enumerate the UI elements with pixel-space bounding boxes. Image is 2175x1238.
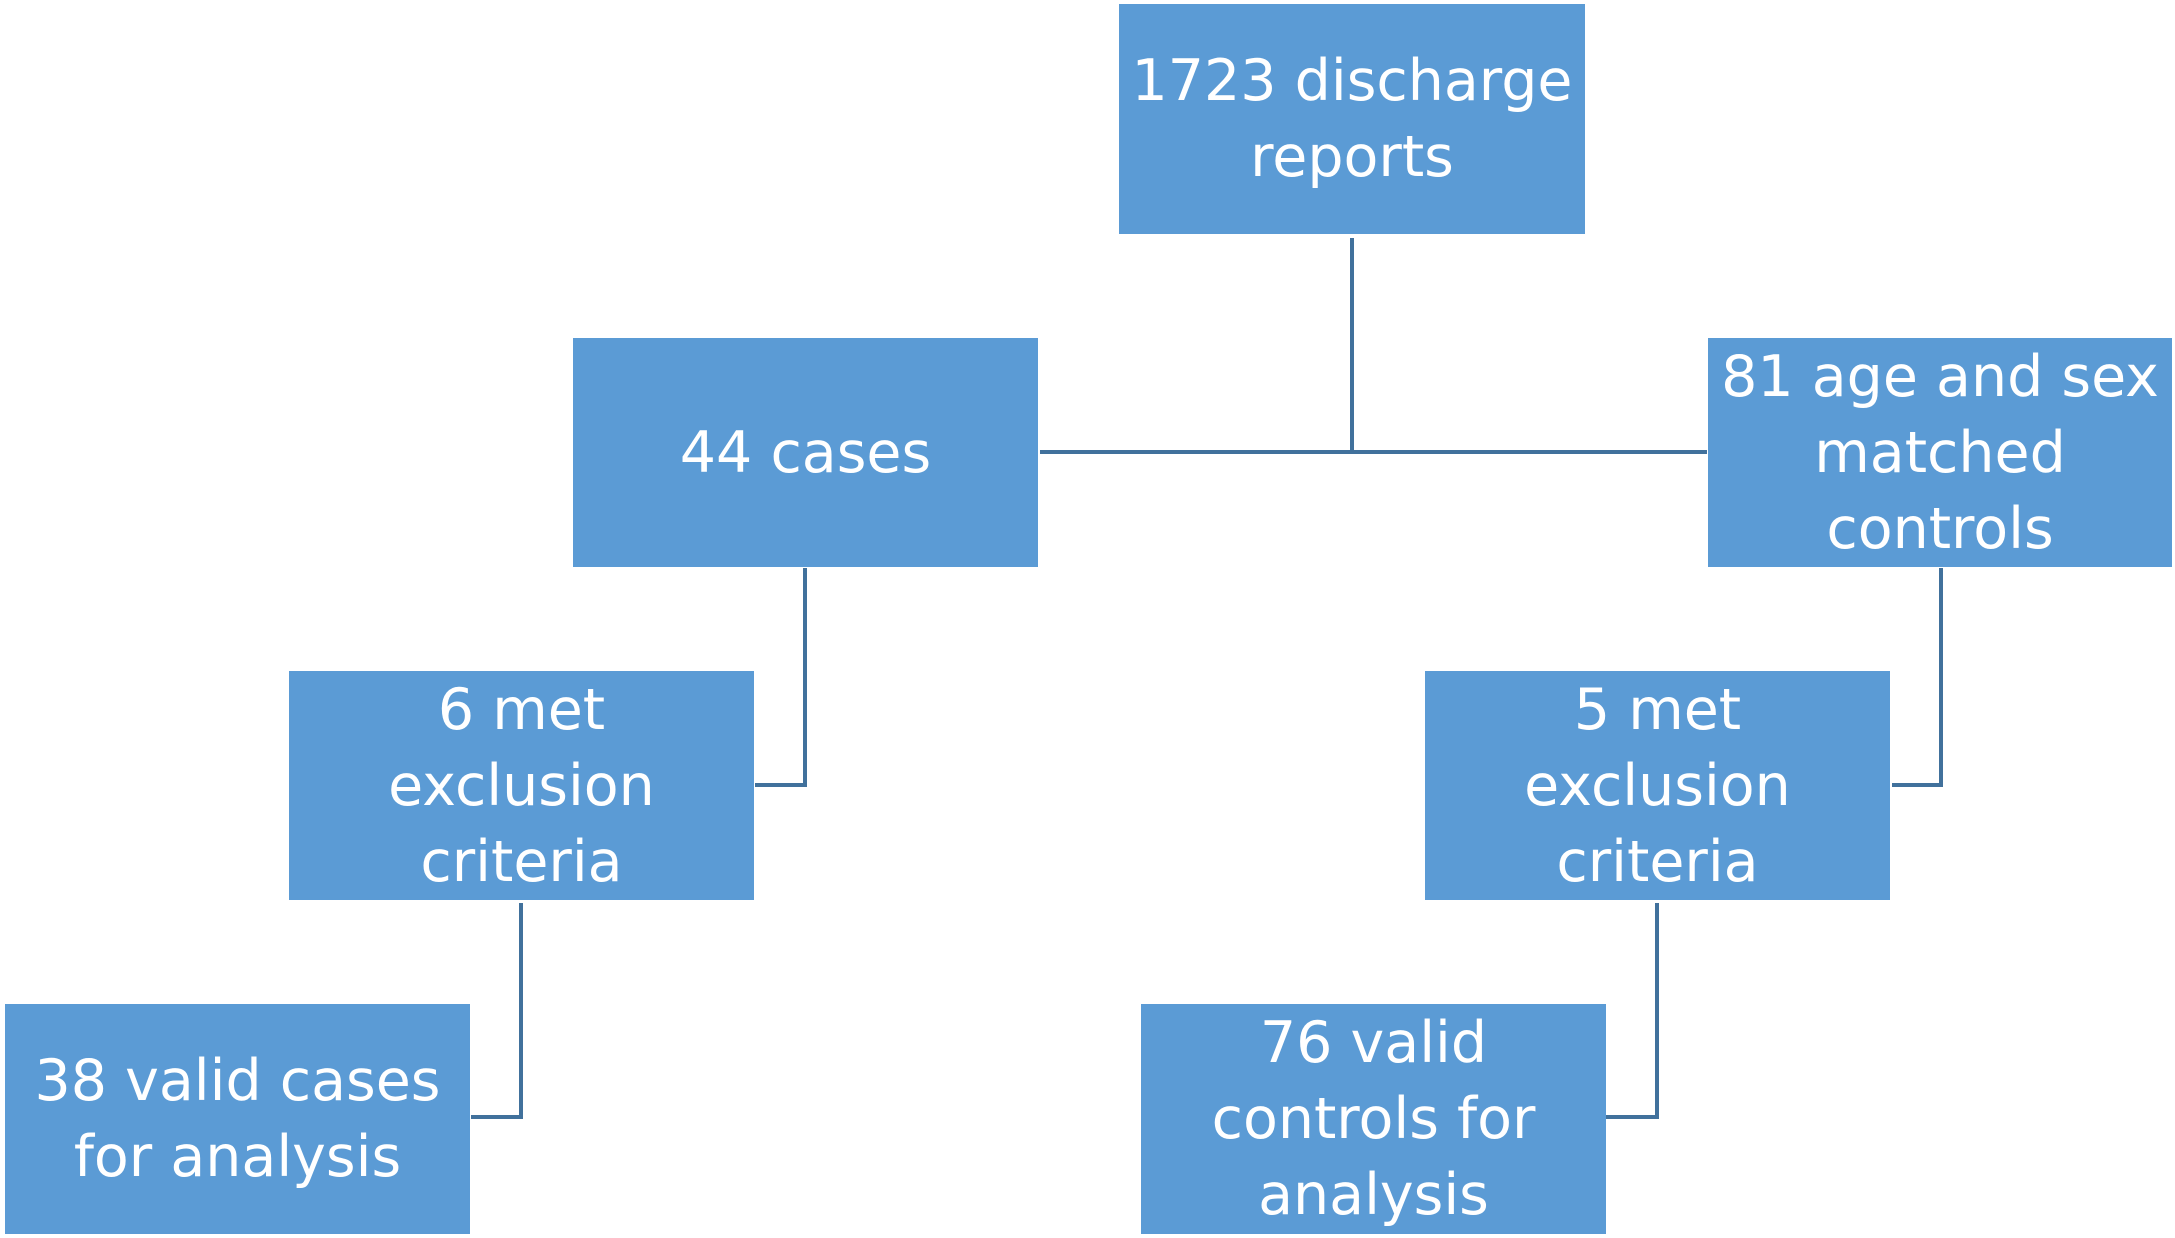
node-valid-cases: 38 valid cases for analysis [5,1004,470,1234]
node-valid-cases-label: 38 valid cases for analysis [34,1048,441,1190]
node-valid-controls-label: 76 valid controls for analysis [1211,1010,1536,1228]
node-cases-excluded: 6 met exclusion criteria [289,671,754,900]
node-cases: 44 cases [573,338,1038,567]
node-cases-excluded-label: 6 met exclusion criteria [388,676,655,895]
node-controls-excluded-label: 5 met exclusion criteria [1524,676,1791,895]
node-valid-controls: 76 valid controls for analysis [1141,1004,1606,1234]
node-controls-excluded: 5 met exclusion criteria [1425,671,1890,900]
node-discharge-reports-label: 1723 discharge reports [1131,48,1573,190]
node-cases-label: 44 cases [679,419,932,486]
node-matched-controls: 81 age and sex matched controls [1708,338,2172,567]
node-discharge-reports: 1723 discharge reports [1119,4,1585,234]
node-matched-controls-label: 81 age and sex matched controls [1721,343,2159,562]
